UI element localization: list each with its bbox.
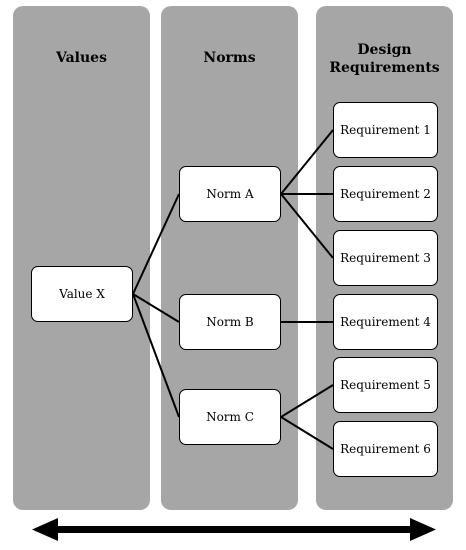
connector-norm-a-req-3 (280, 193, 334, 259)
node-requirement-2: Requirement 2 (333, 166, 438, 222)
node-norm-a: Norm A (179, 166, 281, 222)
connector-norm-c-req-6 (280, 416, 334, 450)
values-column (13, 6, 150, 510)
connector-value-norm-a (132, 193, 180, 295)
norms-header: Norms (203, 50, 256, 66)
connector-norm-c-req-5 (280, 384, 334, 418)
connector-value-norm-b (132, 293, 180, 323)
connector-value-norm-c (132, 293, 180, 418)
node-requirement-3: Requirement 3 (333, 230, 438, 286)
node-norm-c: Norm C (179, 389, 281, 445)
requirements-header-line2: Requirements (329, 60, 440, 76)
node-norm-b: Norm B (179, 294, 281, 350)
node-requirement-1: Requirement 1 (333, 102, 438, 158)
node-value-x: Value X (31, 266, 133, 322)
connector-norm-a-req-1 (280, 129, 334, 195)
node-requirement-6: Requirement 6 (333, 421, 438, 477)
node-requirement-5: Requirement 5 (333, 357, 438, 413)
values-header: Values (56, 50, 107, 66)
requirements-header-line1: Design (357, 42, 412, 58)
double-headed-arrow (32, 518, 436, 541)
node-requirement-4: Requirement 4 (333, 294, 438, 350)
requirements-header: Design Requirements (316, 41, 453, 77)
